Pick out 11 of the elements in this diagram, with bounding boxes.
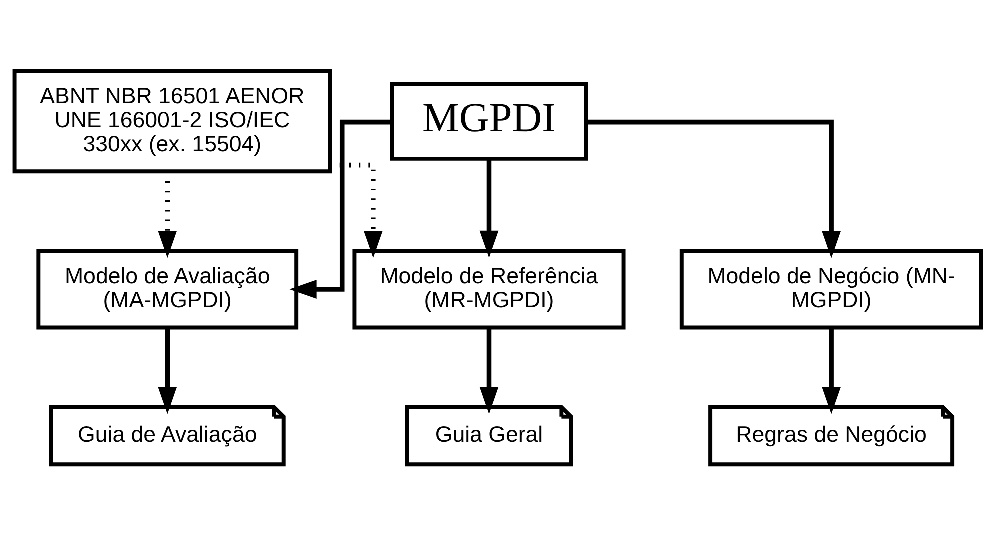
node-box: Modelo de Negócio (MN-MGPDI) — [680, 249, 984, 330]
arrow — [586, 120, 842, 258]
arrow — [480, 159, 499, 258]
node-box: ABNT NBR 16501 AENOR UNE 166001-2 ISO/IEC 330xx (ex. 15504) — [12, 69, 332, 174]
arrow — [480, 328, 499, 414]
node-box: Modelo de Referência (MR-MGPDI) — [352, 249, 626, 330]
node-box: MGPDI — [390, 82, 588, 161]
arrow — [822, 328, 842, 414]
arrow — [290, 120, 392, 299]
arrow — [158, 328, 178, 414]
node-box: Modelo de Avaliação (MA-MGPDI) — [36, 249, 299, 330]
